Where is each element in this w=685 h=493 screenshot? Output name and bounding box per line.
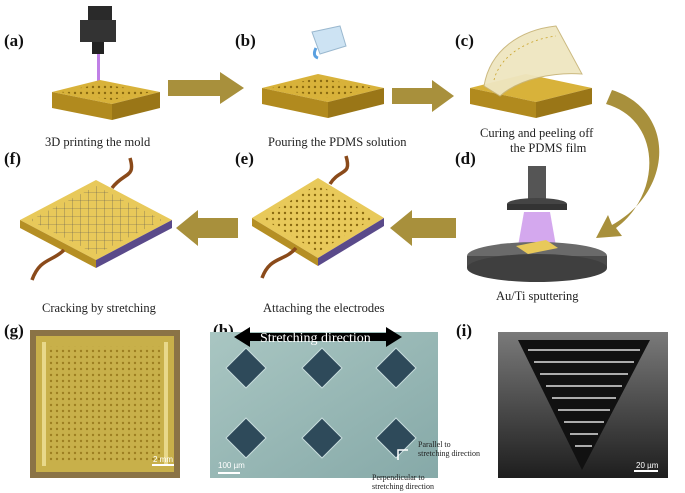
curved-process-arrow-icon <box>596 90 660 238</box>
sem-image <box>498 332 668 478</box>
peeling-illustration <box>470 25 592 118</box>
panel-letter-b: (b) <box>235 31 256 50</box>
caption-a: 3D printing the mold <box>45 135 151 149</box>
scale-bar-h: 100 µm <box>218 461 245 470</box>
caption-f: Cracking by stretching <box>42 301 157 315</box>
process-arrow-icon <box>390 210 456 246</box>
panel-letter-f: (f) <box>4 149 21 168</box>
perpendicular-label-line2: stretching direction <box>372 482 434 491</box>
panel-letter-e: (e) <box>235 149 254 168</box>
parallel-label-line1: Parallel to <box>418 440 451 449</box>
scale-bar-i: 20 µm <box>636 461 659 470</box>
microscope-image <box>210 327 438 478</box>
panel-letter-d: (d) <box>455 149 476 168</box>
process-arrow-icon <box>168 72 244 104</box>
process-arrow-icon <box>176 210 238 246</box>
perpendicular-label-line1: Perpendicular to <box>372 473 425 482</box>
mold-printing-illustration <box>52 6 160 120</box>
stretching-direction-label: Stretching direction <box>260 331 371 346</box>
process-arrow-icon <box>392 80 454 112</box>
sputtering-illustration <box>467 166 607 282</box>
caption-b: Pouring the PDMS solution <box>268 135 407 149</box>
scale-bar-g: 2 mm <box>153 455 173 464</box>
cracked-film-illustration <box>20 157 172 281</box>
caption-c-line2: the PDMS film <box>510 141 587 155</box>
panel-letter-i: (i) <box>456 321 472 340</box>
panel-letter-a: (a) <box>4 31 24 50</box>
caption-d: Au/Ti sputtering <box>496 289 579 303</box>
panel-letter-c: (c) <box>455 31 474 50</box>
mold-photo <box>30 330 180 478</box>
caption-e: Attaching the electrodes <box>263 301 385 315</box>
pdms-pouring-illustration <box>262 25 384 118</box>
caption-c-line1: Curing and peeling off <box>480 126 594 140</box>
panel-letter-g: (g) <box>4 321 24 340</box>
parallel-label-line2: stretching direction <box>418 449 480 458</box>
electrodes-attached-illustration <box>252 155 384 279</box>
